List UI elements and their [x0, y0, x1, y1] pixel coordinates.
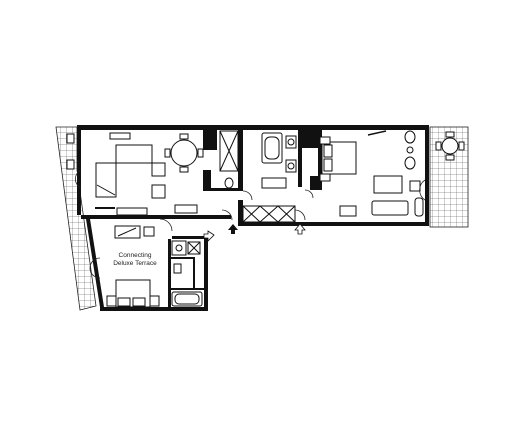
- dining-table: [170, 139, 198, 167]
- interior-walls: [168, 130, 322, 307]
- living-room: [95, 132, 204, 216]
- side-table: [151, 184, 166, 199]
- outer-walls: [77, 125, 429, 311]
- room-label-line-1: Connecting: [118, 252, 152, 259]
- wardrobe: [242, 205, 296, 223]
- side-door-arrow-icon: [203, 230, 215, 242]
- right-terrace-dining: [435, 131, 465, 161]
- desk: [371, 200, 409, 216]
- sofa: [115, 144, 153, 164]
- central-bathroom: [219, 130, 297, 189]
- tv-unit: [373, 175, 403, 194]
- room-label-connecting: Connecting Deluxe Terrace: [100, 252, 170, 268]
- console: [174, 204, 198, 214]
- coffee-table: [151, 162, 166, 177]
- entrance-arrow-icon: [228, 224, 238, 234]
- sideboard: [109, 132, 131, 140]
- room-label-line-2: Deluxe Terrace: [113, 260, 157, 267]
- left-terrace-chairs: [66, 133, 75, 170]
- left-terrace: [55, 126, 97, 311]
- left-wing-wall: [86, 219, 104, 307]
- master-bedroom: [319, 130, 424, 217]
- ottoman: [339, 205, 357, 217]
- connecting-bathroom: [171, 240, 203, 307]
- desk: [116, 207, 148, 216]
- armchair: [95, 162, 117, 198]
- secondary-entrance-arrow-icon: [294, 223, 306, 235]
- connecting-room: [106, 225, 160, 308]
- toilet: [224, 177, 234, 189]
- doors: [75, 169, 426, 279]
